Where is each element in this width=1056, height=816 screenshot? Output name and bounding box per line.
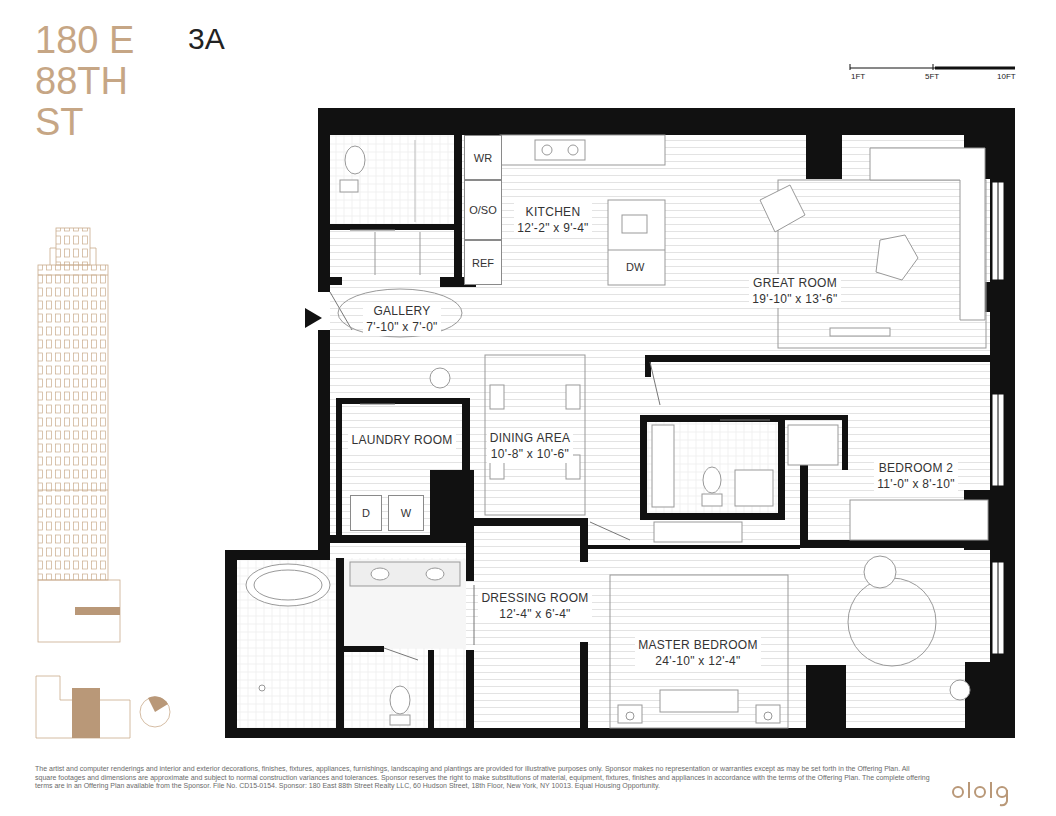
scale-label: 5FT <box>925 72 939 81</box>
key-plan <box>36 676 170 738</box>
scale-bar <box>850 64 1015 70</box>
room-label: BEDROOM 211'-0" x 8'-10" <box>874 459 957 493</box>
appliance-box: W <box>388 495 424 531</box>
room-name: DINING AREA <box>490 430 571 446</box>
entry-arrow <box>305 308 322 328</box>
room-label: MASTER BEDROOM24'-10" x 12'-4" <box>635 636 761 670</box>
room-area: DRESSING ROOM12'-4" x 6'-4" <box>474 526 580 728</box>
exterior-walls <box>225 108 1015 738</box>
appliance-box: WR <box>464 135 502 180</box>
room-area: LAUNDRY ROOM D W <box>342 406 462 535</box>
room-name: DRESSING ROOM <box>481 590 588 606</box>
interior-walls <box>318 135 990 728</box>
appliance-label: WR <box>474 152 492 164</box>
floor-finish <box>237 135 990 728</box>
appliance-label: W <box>401 507 411 519</box>
appliance-label: D <box>362 507 370 519</box>
room-label: DINING AREA10'-8" x 10'-6" <box>487 429 574 463</box>
logo <box>953 782 1007 805</box>
room-name: MASTER BEDROOM <box>638 637 758 653</box>
room-area: GREAT ROOM19'-10" x 13'-6" <box>665 135 990 355</box>
room-dimensions: 19'-10" x 13'-6" <box>752 291 837 307</box>
room-name: GALLERY <box>366 303 437 319</box>
building-title: 180 E 88TH ST <box>35 20 147 143</box>
room-label: GREAT ROOM19'-10" x 13'-6" <box>749 274 840 308</box>
room-dimensions: 12'-2" x 9'-4" <box>517 220 588 236</box>
doors <box>330 230 770 660</box>
appliance-label: O/SO <box>469 204 497 216</box>
windows <box>318 182 1004 654</box>
room-dimensions: 10'-8" x 10'-6" <box>490 446 571 462</box>
fixtures <box>246 135 838 725</box>
room-dimensions: 7'-10" x 7'-0" <box>366 319 437 335</box>
room-name: BEDROOM 2 <box>877 460 954 476</box>
room-name: LAUNDRY ROOM <box>351 432 452 448</box>
room-dimensions: 12'-4" x 6'-4" <box>481 606 588 622</box>
appliance-box: O/SO <box>464 180 502 240</box>
room-dimensions: 24'-10" x 12'-4" <box>638 653 758 669</box>
room-name: GREAT ROOM <box>752 275 837 291</box>
room-area: KITCHEN12'-2" x 9'-4" WR O/SO REF <box>464 135 665 285</box>
room-area: MASTER BEDROOM24'-10" x 12'-4" <box>586 549 990 728</box>
appliance-box: D <box>350 495 382 531</box>
furniture <box>485 148 988 728</box>
room-area: BEDROOM 211'-0" x 8'-10" <box>808 362 990 540</box>
room-label: LAUNDRY ROOM <box>348 431 455 449</box>
appliance-box: REF <box>464 240 502 285</box>
unit-number: 3A <box>188 22 225 56</box>
room-area: GALLERY7'-10" x 7'-0" <box>330 285 466 398</box>
room-dimensions: 11'-0" x 8'-10" <box>877 476 954 492</box>
room-label: DRESSING ROOM12'-4" x 6'-4" <box>478 589 591 623</box>
room-label: GALLERY7'-10" x 7'-0" <box>363 302 440 336</box>
room-label: KITCHEN12'-2" x 9'-4" <box>514 203 591 237</box>
room-name: KITCHEN <box>517 204 588 220</box>
scale-label: 10FT <box>997 72 1016 81</box>
appliance-label: REF <box>472 257 494 269</box>
scale-label: 1FT <box>851 72 865 81</box>
disclaimer-text: The artist and computer renderings and i… <box>35 765 930 791</box>
building-elevation <box>38 228 120 642</box>
appliance-label: DW <box>626 261 644 273</box>
room-area: DINING AREA10'-8" x 10'-6" <box>474 355 640 518</box>
